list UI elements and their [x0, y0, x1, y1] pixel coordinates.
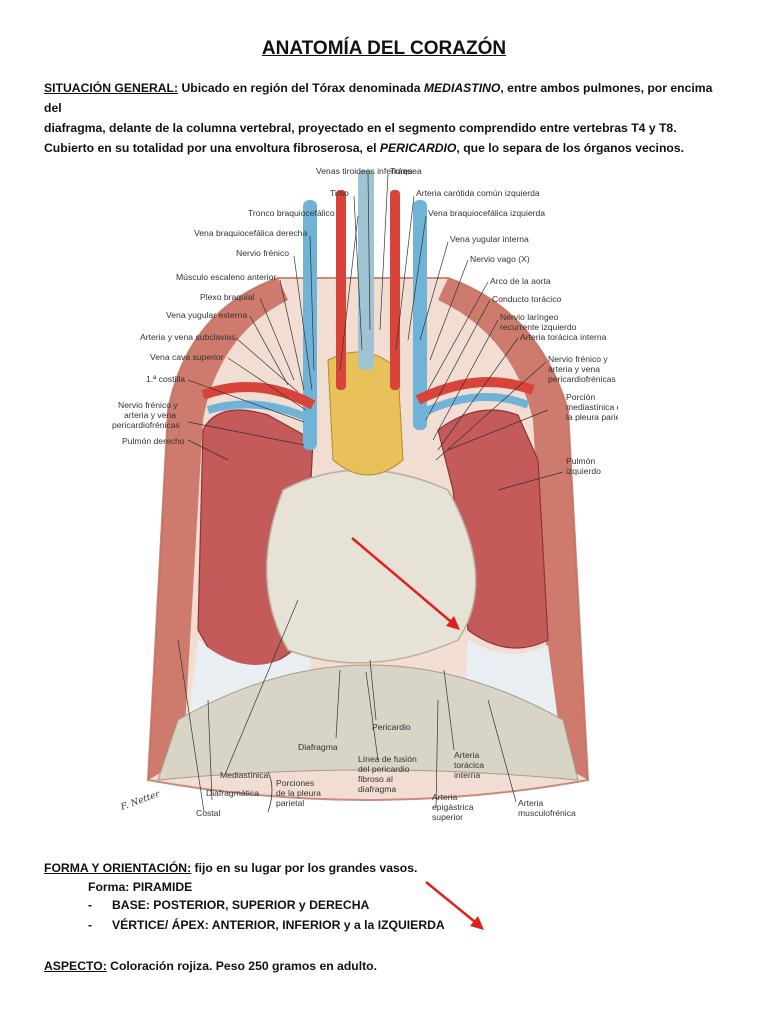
label-nervio-vago: Nervio vago (X) [470, 254, 530, 264]
label-costilla: 1.ª costilla [146, 374, 185, 384]
label-venas-tiroideas: Venas tiroideas inferiores [316, 166, 413, 176]
label-porcion-2: mediastínica de [566, 402, 618, 412]
label-vena-braquio-izq: Vena braquiocefálica izquierda [428, 208, 545, 218]
situacion-text2: , entre ambos pulmones, por encima del [44, 81, 713, 115]
label-porcion-1: Porción [566, 392, 595, 402]
aspecto-label: ASPECTO: [44, 959, 107, 973]
forma-label: FORMA Y ORIENTACIÓN: [44, 861, 192, 875]
label-linea-fusion-3: fibroso al [358, 774, 393, 784]
label-arco-aorta: Arco de la aorta [490, 276, 551, 286]
label-nervio-laringeo-2: recurrente izquierdo [500, 322, 577, 332]
label-nervio-frenico: Nervio frénico [236, 248, 289, 258]
vertice-label: VÉRTICE/ ÁPEX: [112, 918, 209, 932]
label-nervio-frenico-r-1: Nervio frénico y [548, 354, 608, 364]
label-pericardio: Pericardio [372, 722, 411, 732]
situacion-label: SITUACIÓN GENERAL: [44, 81, 179, 95]
mediastino-term: MEDIASTINO [423, 81, 501, 95]
label-vena-yugular-ext: Vena yugular externa [166, 310, 247, 320]
label-arteria-epi-2: epigástrica [432, 802, 474, 812]
cubierto-paragraph: Cubierto en su totalidad por una envoltu… [44, 138, 724, 158]
label-conducto-toracico: Conducto torácico [492, 294, 561, 304]
label-timo: Timo [330, 188, 349, 198]
situacion-paragraph: SITUACIÓN GENERAL: Ubicado en región del… [44, 78, 724, 138]
page-title: ANATOMÍA DEL CORAZÓN [261, 38, 507, 59]
situacion-text1: Ubicado en región del Tórax denominada [178, 81, 424, 95]
label-traquea: Tráquea [390, 166, 422, 176]
label-nervio-frenico-l-3: pericardiofrénicas [112, 420, 180, 430]
label-arteria-epi-1: Arteria [432, 792, 458, 802]
label-vena-braquio-der: Vena braquiocefálica derecha [194, 228, 307, 238]
label-vena-cava-sup: Vena cava superior [150, 352, 224, 362]
label-nervio-frenico-l-1: Nervio frénico y [118, 400, 178, 410]
label-pulmon-derecho: Pulmón derecho [122, 436, 185, 446]
label-nervio-frenico-l-2: arteria y vena [124, 410, 176, 420]
pericardio-term: PERICARDIO [379, 141, 457, 155]
label-plexo-braquial: Plexo braquial [200, 292, 255, 302]
label-linea-fusion-1: Línea de fusión [358, 754, 417, 764]
label-linea-fusion-2: del pericardio [358, 764, 410, 774]
label-diafragmatica: Diafragmática [206, 788, 259, 798]
label-nervio-frenico-r-2: arteria y vena [548, 364, 600, 374]
label-porciones-3: parietal [276, 798, 304, 808]
base-label: BASE: [112, 898, 150, 912]
vertice-text: ANTERIOR, INFERIOR y a la IZQUIERDA [208, 918, 445, 932]
forma-piramide: Forma: PIRAMIDE [88, 880, 193, 894]
label-arteria-epi-3: superior [432, 812, 463, 822]
label-costal: Costal [196, 808, 220, 818]
label-vena-yugular-int: Vena yugular interna [450, 234, 529, 244]
label-arteria-tor-int-3: interna [454, 770, 480, 780]
label-porciones-1: Porciones [276, 778, 314, 788]
label-arteria-tor-int-1: Arteria [454, 750, 480, 760]
anatomy-illustration: Venas tiroideas inferiores Tráquea Timo … [108, 160, 618, 830]
label-musculo-escaleno: Músculo escaleno anterior [176, 272, 276, 282]
label-arteria-vena-subclavias: Arteria y vena subclavias [140, 332, 236, 342]
netter-signature: F. Netter [119, 789, 162, 813]
cubierto-text1: Cubierto en su totalidad por una envoltu… [44, 141, 380, 155]
cubierto-text2: , que lo separa de los órganos vecinos. [456, 141, 684, 155]
label-arteria-tor-int-2: torácica [454, 760, 484, 770]
label-mediastinica: Mediastínica [220, 770, 268, 780]
label-linea-fusion-4: diafragma [358, 784, 396, 794]
base-text: POSTERIOR, SUPERIOR y DERECHA [149, 898, 370, 912]
label-pulmon-izq-2: izquierdo [566, 466, 601, 476]
bullet-dash: - [88, 898, 93, 912]
label-tronco-braquio: Tronco braquiocefálico [248, 208, 335, 218]
label-pulmon-izq-1: Pulmón [566, 456, 595, 466]
forma-paragraph: FORMA Y ORIENTACIÓN: fijo en su lugar po… [44, 858, 724, 878]
bullet-dash: - [88, 918, 93, 932]
label-diafragma: Diafragma [298, 742, 338, 752]
label-arteria-musc-1: Arteria [518, 798, 544, 808]
aspecto-text: Coloración rojiza. Peso 250 gramos en ad… [106, 959, 377, 973]
label-nervio-laringeo-1: Nervio laríngeo [500, 312, 558, 322]
forma-text: fijo en su lugar por los grandes vasos. [191, 861, 418, 875]
situacion-line2: diafragma, delante de la columna vertebr… [44, 121, 677, 135]
label-porcion-3: la pleura parietal [566, 412, 618, 422]
label-arteria-carotida: Arteria carótida común izquierda [416, 188, 540, 198]
red-arrow [425, 881, 484, 930]
label-arteria-toracica-int: Arteria torácica interna [520, 332, 607, 342]
base-line: BASE: POSTERIOR, SUPERIOR y DERECHA [112, 896, 369, 914]
vertice-line: VÉRTICE/ ÁPEX: ANTERIOR, INFERIOR y a la… [112, 916, 445, 934]
label-porciones-2: de la pleura [276, 788, 321, 798]
label-arteria-musc-2: musculofrénica [518, 808, 576, 818]
label-nervio-frenico-r-3: pericardiofrénicas [548, 374, 616, 384]
aspecto-paragraph: ASPECTO: Coloración rojiza. Peso 250 gra… [44, 956, 724, 976]
